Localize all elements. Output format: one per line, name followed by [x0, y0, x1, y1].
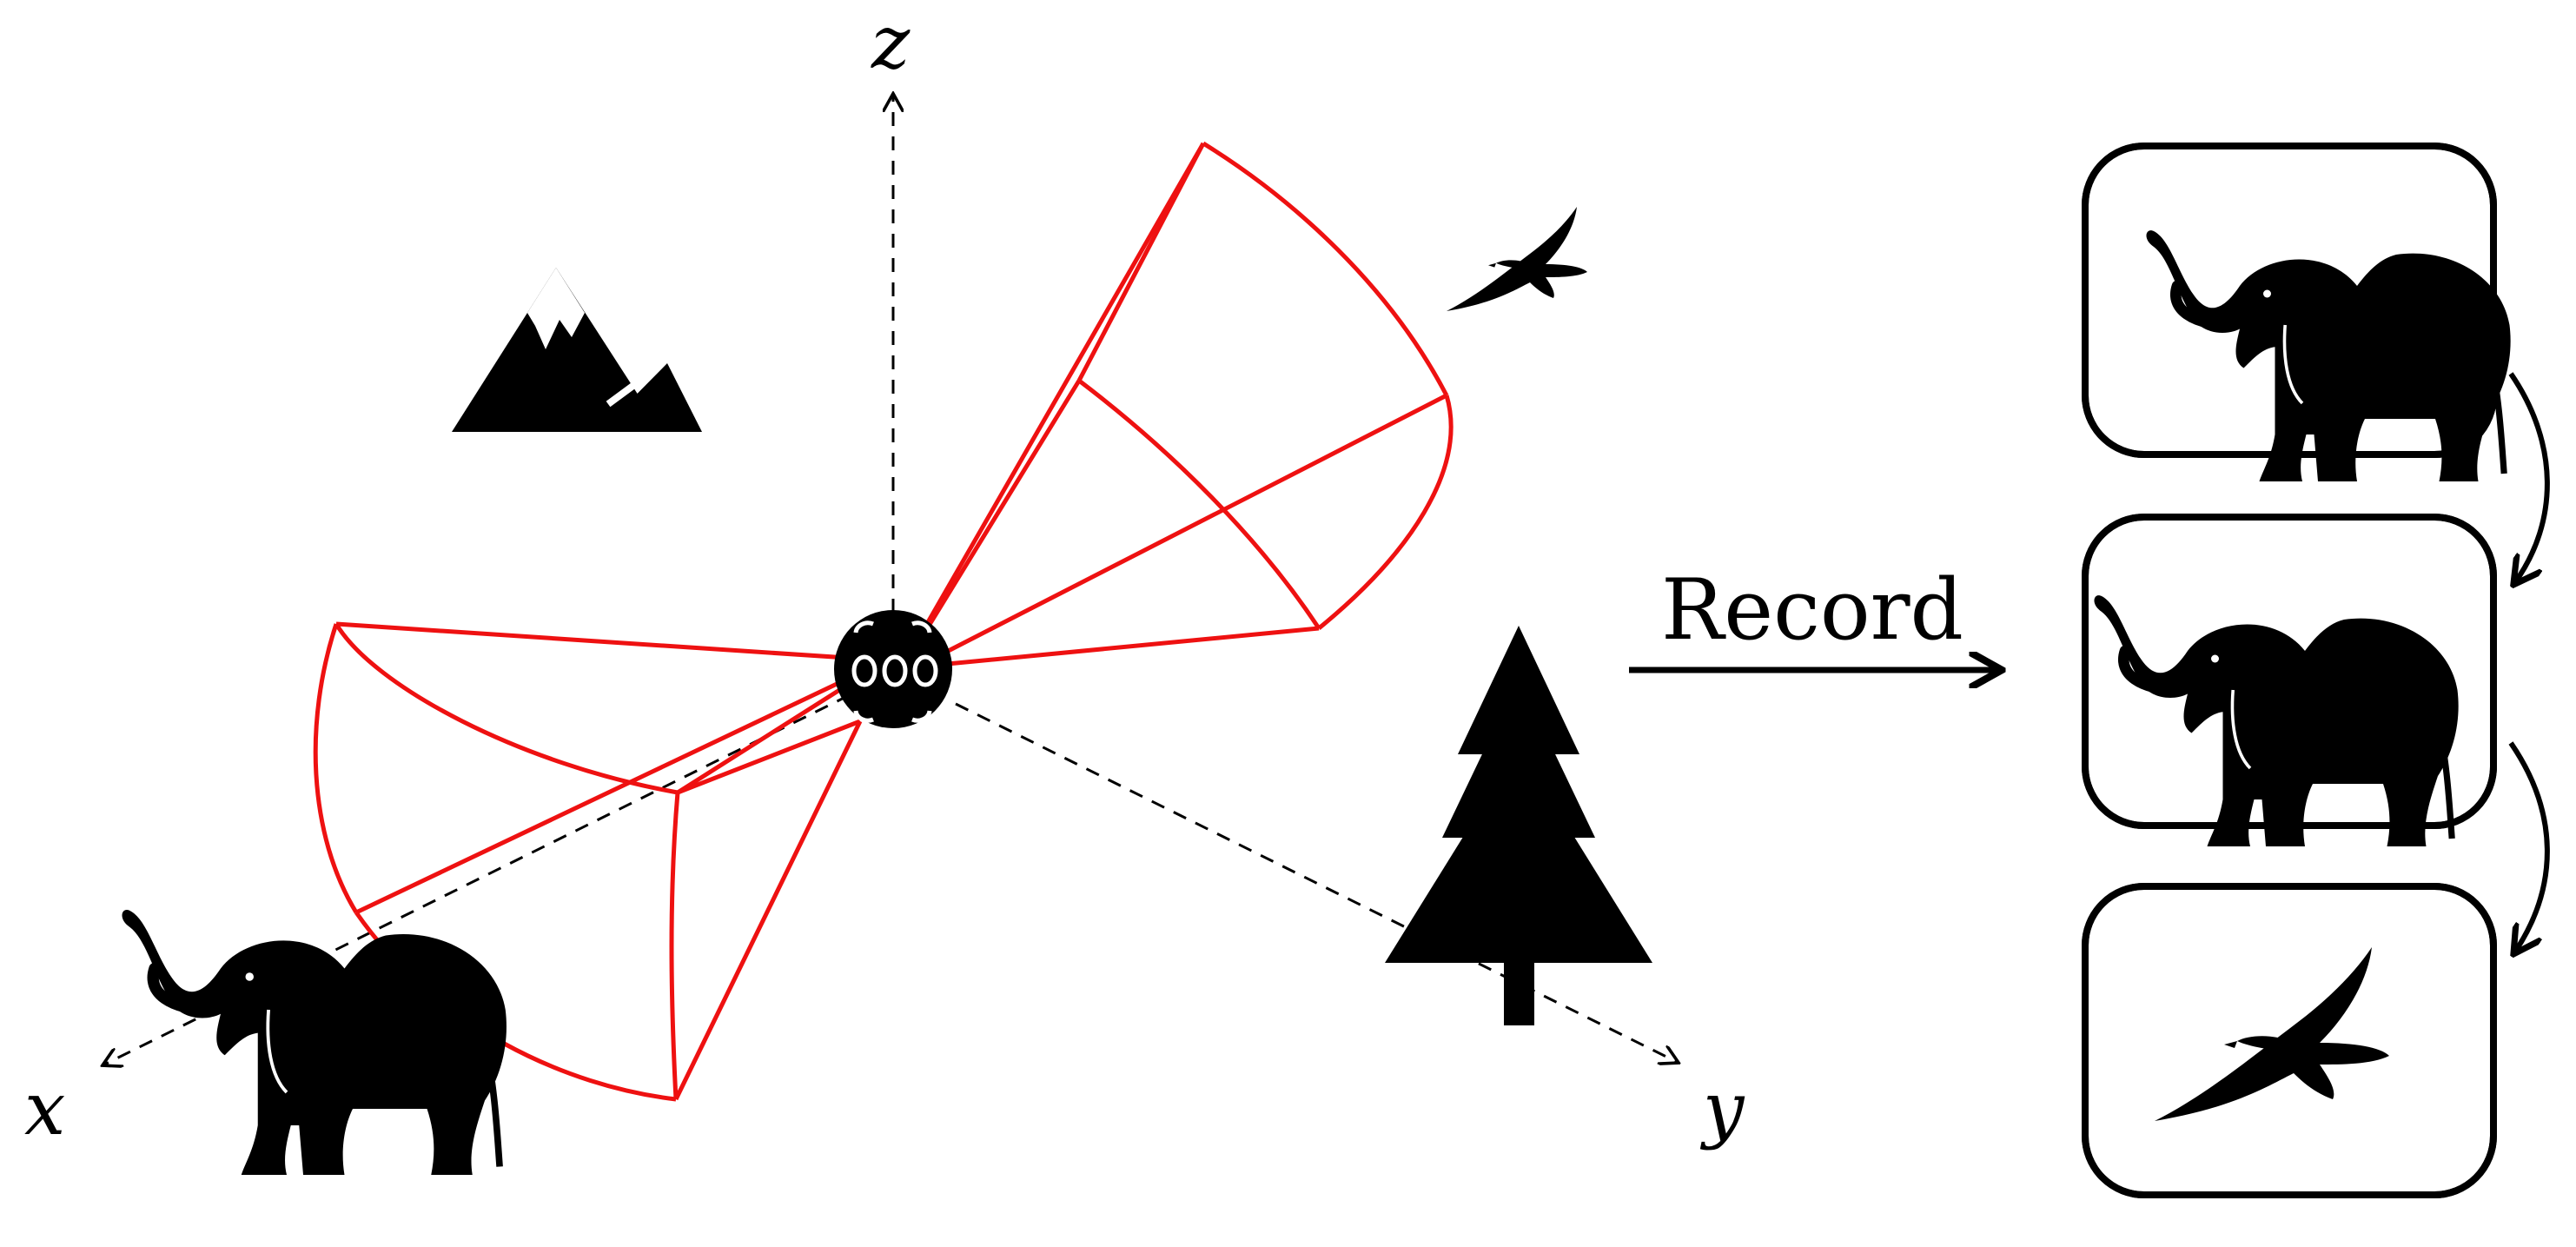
tree-icon: [1385, 626, 1652, 1025]
omni-camera-icon: [834, 610, 952, 728]
z-axis-label: z: [871, 0, 911, 85]
eagle-icon: [1447, 207, 1587, 311]
mountain-icon: [452, 268, 702, 432]
y-axis-label: y: [1699, 1066, 1745, 1151]
frame-elephant-side: [2082, 514, 2497, 846]
recorded-frames: [2082, 143, 2550, 1198]
frame-elephant-closeup: [2082, 143, 2511, 481]
record-label: Record: [1661, 561, 1963, 659]
x-axis-label: x: [24, 1066, 65, 1151]
y-axis: [955, 702, 1677, 1062]
record-arrow: Record: [1629, 561, 1998, 670]
fov-frustum-right: [918, 141, 1454, 667]
sequence-arrow-2: [2508, 741, 2550, 952]
elephant-icon: [123, 910, 507, 1175]
sequence-arrow-1: [2508, 372, 2550, 582]
frame-eagle: [2082, 883, 2497, 1198]
